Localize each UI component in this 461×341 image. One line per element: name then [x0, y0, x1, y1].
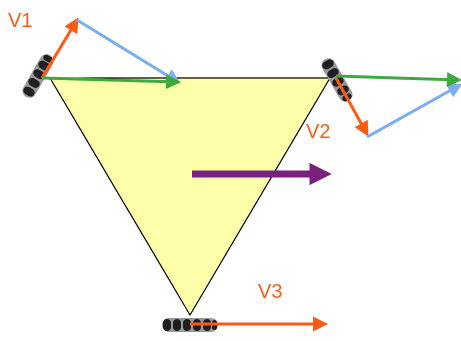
- v2-green-component-arrow: [336, 76, 459, 80]
- v1-blue-component-arrow: [77, 20, 178, 82]
- v2-label: V2: [306, 121, 330, 143]
- wheel-icon: [20, 52, 56, 101]
- robot-triangle: [50, 78, 330, 315]
- v2-blue-component-arrow: [367, 85, 460, 137]
- v1-label: V1: [8, 10, 32, 32]
- v1-velocity-arrow: [42, 20, 77, 78]
- v2-velocity-arrow: [336, 78, 367, 134]
- v3-label: V3: [258, 281, 282, 303]
